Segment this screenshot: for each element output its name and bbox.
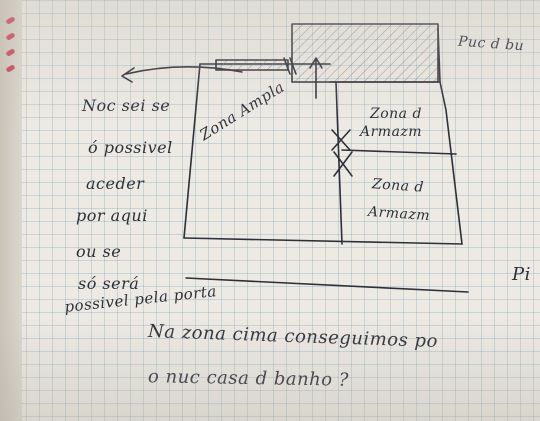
inner-wall <box>341 149 457 155</box>
door-arrow <box>309 57 323 99</box>
underline <box>185 277 469 293</box>
door-mark <box>283 57 297 75</box>
note-right-edge: Pi <box>512 264 531 285</box>
label-zona-armazem-1: Zona d <box>370 106 422 122</box>
note-left-line: Noc sei se <box>82 96 171 115</box>
arrow-to-notes <box>121 66 243 83</box>
crossed-door <box>331 129 353 177</box>
outer-wall <box>183 237 463 245</box>
outer-wall <box>439 81 463 245</box>
inner-wall <box>335 81 343 245</box>
label-zona-armazem-1: Armazm <box>360 124 423 140</box>
upper-area-extension <box>437 27 441 83</box>
outer-wall <box>183 63 201 239</box>
note-left-line: ó possivel <box>88 138 173 157</box>
note-bottom-line: o nuc casa d banho ? <box>147 366 350 391</box>
note-left-line: aceder <box>86 174 145 193</box>
note-left-line: só será <box>78 274 140 293</box>
notebook-binding-edge <box>0 0 22 421</box>
note-left-line: ou se <box>76 242 122 261</box>
door-strip <box>215 59 289 71</box>
hatched-upper-area <box>291 23 439 83</box>
note-left-line: por aqui <box>76 206 148 225</box>
